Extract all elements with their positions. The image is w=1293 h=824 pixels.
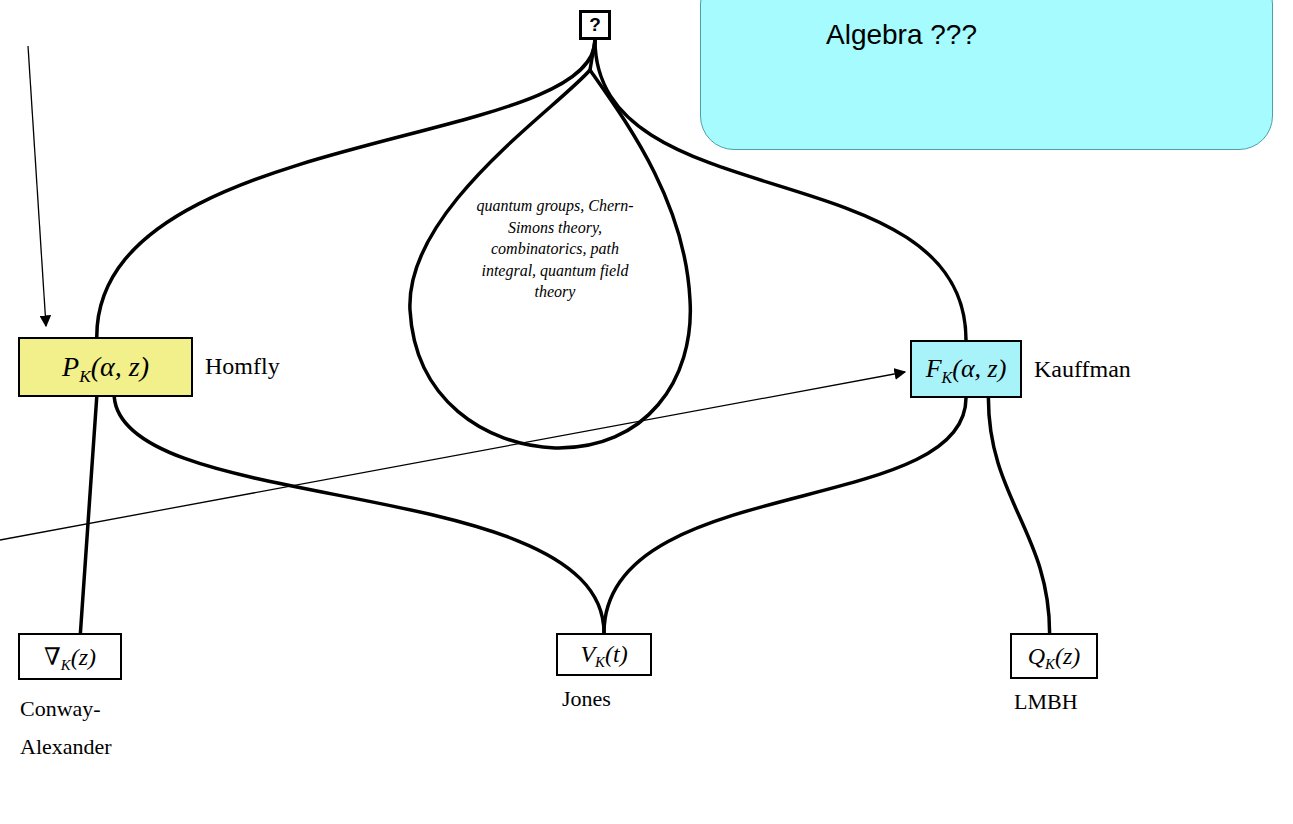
leader-arrow [28,46,46,326]
invariant-name: FK(α, z) [926,354,1007,384]
node-text: ? [589,14,601,36]
invariant-box: FK(α, z)Kauffman [910,340,1022,398]
invariant-box: PK(α, z)Homfly [18,337,193,397]
note-box: Algebra ??? [700,0,1273,150]
invariant-label: Jones [562,686,611,712]
invariant-box: QK(z)LMBH [1010,633,1098,679]
invariant-label: Homfly [205,353,280,380]
root-box: ? [579,10,611,40]
connector-line [988,398,1049,633]
invariant-name: VK(t) [580,641,627,668]
connector-line [80,397,96,633]
note-text: Algebra ??? [826,19,977,51]
invariant-label: Conway- Alexander [20,690,145,766]
leader-arrow [0,372,905,540]
theory-text: quantum groups, Chern-Simons theory, com… [470,195,640,303]
connector-line [114,397,604,633]
connector-line [604,398,966,633]
invariant-label: LMBH [1014,689,1078,715]
teardrop-outline [405,70,695,450]
invariant-name: ∇K(z) [44,643,96,671]
invariant-label: Kauffman [1034,356,1131,383]
invariant-box: VK(t)Jones [556,633,652,676]
invariant-box: ∇K(z)Conway- Alexander [18,633,122,680]
invariant-name: PK(α, z) [62,351,149,383]
connector-line [97,40,595,337]
teardrop-path [410,70,690,448]
invariant-name: QK(z) [1028,643,1081,670]
theory-teardrop: quantum groups, Chern-Simons theory, com… [405,70,695,450]
